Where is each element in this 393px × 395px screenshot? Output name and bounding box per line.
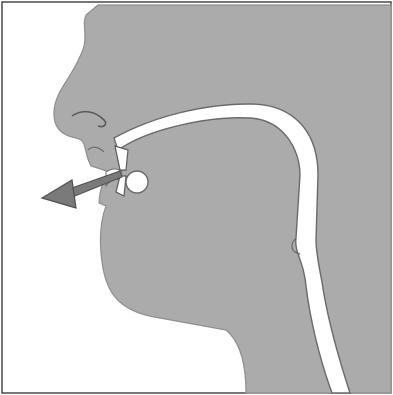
tongue-tip-bubble: [126, 171, 148, 193]
